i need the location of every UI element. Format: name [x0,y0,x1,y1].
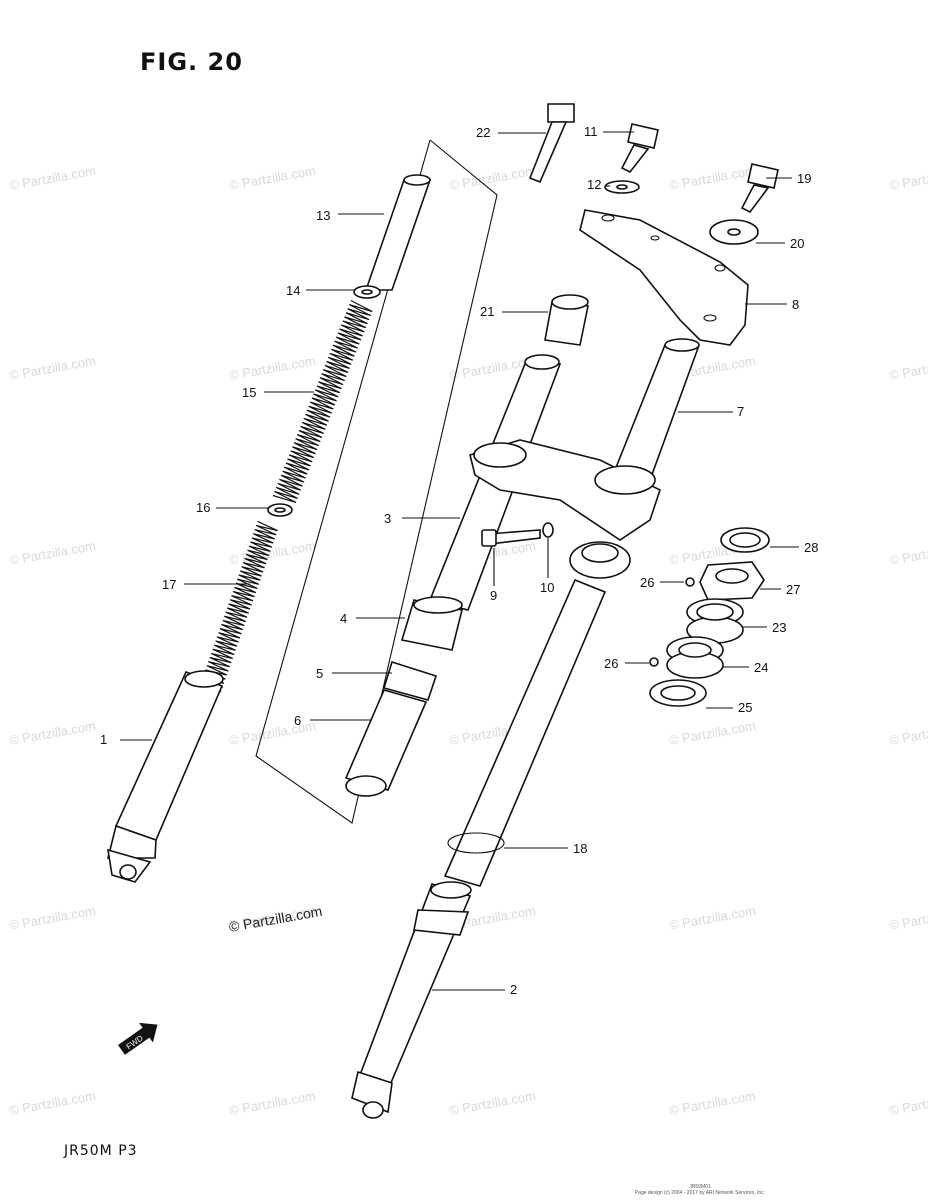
watermark-text: © Partzilla.com [668,903,757,933]
part-12-washer [604,180,640,194]
callout-10: 10 [540,580,554,595]
watermark-text: © Partzilla.com [888,1088,928,1118]
part-21-fork-cap [544,294,589,346]
page-footer: JR50M01 Page design (c) 2004 - 2017 by A… [600,1184,800,1196]
part-17-spring [199,520,278,693]
part-19-bolt [740,163,779,214]
part-11-bolt [620,123,659,174]
part-18-circlip [447,832,505,854]
watermark-text: © Partzilla.com [448,163,537,193]
callout-4: 4 [340,611,347,626]
footer-credit: Page design (c) 2004 - 2017 by ARI Netwo… [634,1190,766,1196]
figure-title: FIG. 20 [140,48,243,76]
watermark-text: © Partzilla.com [448,1088,537,1118]
watermark-text: © Partzilla.com [8,163,97,193]
watermark-text: © Partzilla.com [888,353,928,383]
part-10-washer [542,522,554,538]
callout-14: 14 [286,283,300,298]
part-7-steering-stem [613,338,700,481]
part-2-outer-tube [351,881,472,1119]
watermark-layer: © Partzilla.com © Partzilla.com © Partzill… [8,163,928,1118]
part-13-spacer-tube [364,174,432,291]
watermark-text: © Partzilla.com [888,903,928,933]
callout-leader-lines [120,131,799,991]
callout-labels: 1234567891011121314151617181920212223242… [100,124,818,997]
callout-17: 17 [162,577,176,592]
watermark-text: © Partzilla.com [228,163,317,193]
part-4-oil-seal [400,596,463,651]
part-20-washer [709,219,759,245]
callout-13: 13 [316,208,330,223]
part-1-outer-tube [106,670,224,883]
watermark-text: © Partzilla.com [888,163,928,193]
watermark-text: © Partzilla.com [228,353,317,383]
callout-24: 24 [754,660,768,675]
watermark-text: © Partzilla.com [228,1088,317,1118]
callout-26: 26 [640,575,654,590]
part-28-dust-seal [720,527,770,553]
callout-6: 6 [294,713,301,728]
part-6-damper-rod [344,689,428,797]
model-code: JR50M P3 [64,1143,138,1159]
callout-15: 15 [242,385,256,400]
part-26-steel-balls [649,577,695,667]
part-5-slide-bushing [382,660,438,701]
part-15-spring [272,299,373,503]
part-8-upper-bracket [579,209,749,346]
callout-3: 3 [384,511,391,526]
watermark-text: © Partzilla.com [888,538,928,568]
callout-27: 27 [786,582,800,597]
watermark-text: © Partzilla.com [668,1088,757,1118]
watermark-text: © Partzilla.com [8,718,97,748]
part-22-bolt [528,103,575,184]
callout-21: 21 [480,304,494,319]
callout-19: 19 [797,171,811,186]
watermark-text: © Partzilla.com [8,538,97,568]
part-7-lower-bracket [469,439,661,579]
callout-16: 16 [196,500,210,515]
callout-11: 11 [584,124,598,139]
callout-28: 28 [804,540,818,555]
callout-26: 26 [604,656,618,671]
watermark-text: © Partzilla.com [8,1088,97,1118]
callout-12: 12 [587,177,601,192]
part-27-steering-nut [699,561,765,601]
watermark-text: © Partzilla.com [668,163,757,193]
watermark-text: © Partzilla.com [888,718,928,748]
part-24-lower-race [666,636,724,679]
callout-20: 20 [790,236,804,251]
callout-23: 23 [772,620,786,635]
part-14-washer [353,285,381,299]
callout-18: 18 [573,841,587,856]
watermark-text: © Partzilla.com [228,718,317,748]
watermark-text: © Partzilla.com [668,718,757,748]
callout-7: 7 [737,404,744,419]
inner-fork-outline [255,139,498,824]
footer-code: JR50M01 [689,1184,711,1190]
callout-5: 5 [316,666,323,681]
callout-22: 22 [476,125,490,140]
watermark-text: © Partzilla.com [8,353,97,383]
callout-8: 8 [792,297,799,312]
fwd-badge: FWD [118,1022,158,1055]
watermark-main: © Partzilla.com [228,903,324,935]
part-9-pinch-bolt [481,529,541,547]
callout-9: 9 [490,588,497,603]
part-16-washer [267,503,293,517]
watermark-text: © Partzilla.com [8,903,97,933]
callout-2: 2 [510,982,517,997]
callout-25: 25 [738,700,752,715]
callout-1: 1 [100,732,107,747]
part-25-seal [649,679,707,707]
part-3-inner-tube [443,578,607,887]
forward-arrow-icon [118,1022,158,1055]
